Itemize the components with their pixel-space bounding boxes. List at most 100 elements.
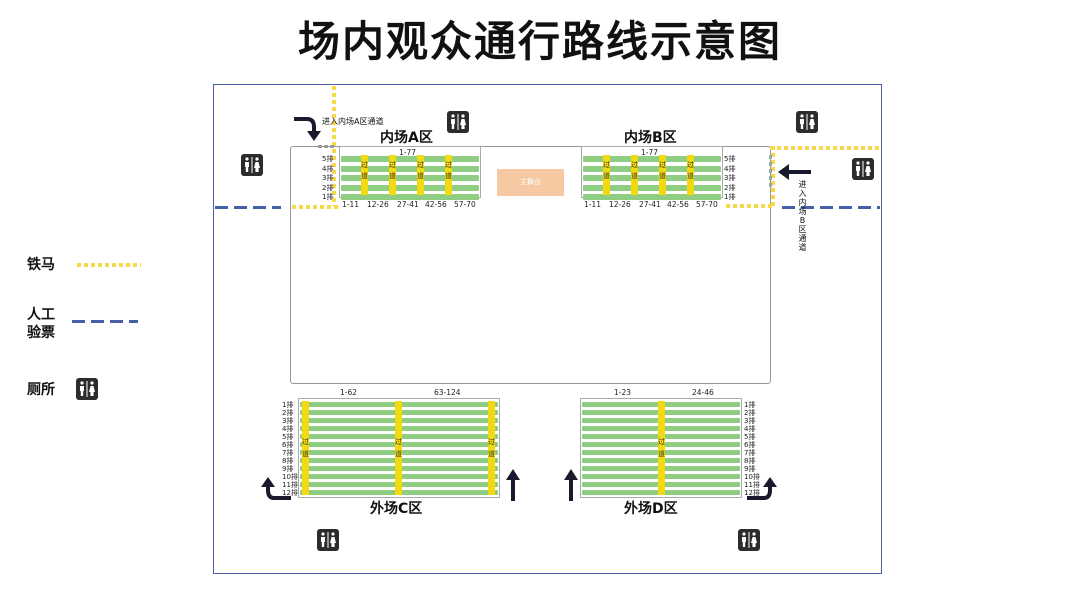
legend-barrier-label: 铁马: [27, 257, 55, 273]
row-label: 6排: [282, 441, 294, 449]
aisle: [659, 155, 666, 195]
toilet-icon: [796, 111, 818, 133]
toilet-icon: [738, 529, 760, 551]
aisle-label: 道: [395, 450, 402, 458]
aisle-label: 道: [361, 172, 368, 180]
row-label: 1排: [282, 401, 294, 409]
toilet-icon: [852, 158, 874, 180]
aisle-label: 道: [389, 172, 396, 180]
aisle-label: 道: [488, 450, 495, 458]
row-label: 2排: [744, 409, 756, 417]
left-arrow-icon: [776, 162, 812, 182]
seat-range: 27-41: [639, 200, 661, 209]
legend-ticket-swatch: [72, 320, 138, 323]
row-label: 9排: [744, 465, 756, 473]
aisle-label: 道: [417, 172, 424, 180]
barrier-line: [770, 146, 882, 150]
row-label: 5排: [724, 155, 736, 163]
aisle-label: 道: [659, 172, 666, 180]
main-field: [290, 146, 771, 384]
zone-b-title: 内场B区: [624, 130, 677, 146]
aisle-label: 过: [631, 161, 638, 169]
up-arrow-icon: [505, 468, 521, 502]
aisle-label: 过: [302, 438, 309, 446]
aisle-label: 过: [389, 161, 396, 169]
venue-frame: [213, 84, 882, 574]
aisle: [302, 401, 309, 495]
row-label: 1排: [744, 401, 756, 409]
seat-range: 57-70: [696, 200, 718, 209]
gate-b-label: 进入内场B区通道: [798, 180, 807, 252]
zone-c-range-1: 1-62: [340, 388, 358, 397]
row-label: 3排: [724, 174, 736, 182]
zone-d-range-1: 1-23: [614, 388, 632, 397]
row-label: 12排: [282, 489, 298, 497]
curved-arrow-icon: [260, 476, 292, 504]
ticket-check-line: [215, 206, 281, 209]
row-label: 10排: [744, 473, 760, 481]
legend-ticket-label-line2: 验票: [27, 325, 55, 341]
row-label: 4排: [744, 425, 756, 433]
row-label: 6排: [744, 441, 756, 449]
barrier-line: [292, 205, 339, 209]
aisle-label: 过: [445, 161, 452, 169]
aisle-label: 过: [361, 161, 368, 169]
row-label: 11排: [282, 481, 298, 489]
curved-arrow-icon: [292, 114, 322, 144]
row-label: 4排: [724, 164, 736, 173]
aisle: [687, 155, 694, 195]
row-label: 4排: [282, 425, 294, 433]
aisle: [445, 155, 452, 195]
row-label: 8排: [282, 457, 294, 465]
legend-ticket-label-line1: 人工: [27, 307, 55, 323]
aisle-label: 道: [631, 172, 638, 180]
aisle-label: 过: [488, 438, 495, 446]
zone-d-range-2: 24-46: [692, 388, 714, 397]
row-label: 12排: [744, 489, 760, 497]
toilet-icon: [447, 111, 469, 133]
seat-row: [583, 184, 721, 191]
seat-range: 1-11: [584, 200, 602, 209]
seat-row: [583, 165, 721, 172]
aisle-label: 道: [603, 172, 610, 180]
aisle: [389, 155, 396, 195]
row-label: 3排: [322, 174, 334, 182]
row-label: 9排: [282, 465, 294, 473]
aisle: [603, 155, 610, 195]
gate-a-label: 进入内场A区通道: [322, 117, 384, 126]
aisle: [361, 155, 368, 195]
seat-row: [583, 175, 721, 181]
row-label: 5排: [322, 155, 334, 163]
toilet-icon: [76, 378, 98, 400]
seat-row: [341, 165, 479, 172]
seat-row: [583, 194, 721, 200]
seat-range: 12-26: [367, 200, 389, 209]
aisle-label: 过: [417, 161, 424, 169]
row-label: 4排: [322, 164, 334, 173]
seat-range: 57-70: [454, 200, 476, 209]
ticket-check-line: [318, 145, 336, 148]
row-label: 2排: [724, 183, 736, 192]
seat-range: 1-11: [342, 200, 360, 209]
row-label: 11排: [744, 481, 760, 489]
up-arrow-icon: [563, 468, 579, 502]
row-label: 3排: [282, 417, 294, 425]
ticket-check-line: [782, 206, 880, 209]
aisle-label: 道: [302, 450, 309, 458]
aisle-label: 道: [687, 172, 694, 180]
aisle-label: 过: [603, 161, 610, 169]
row-label: 7排: [744, 449, 756, 457]
row-label: 5排: [282, 433, 294, 441]
page-title: 场内观众通行路线示意图: [297, 17, 782, 66]
toilet-icon: [241, 154, 263, 176]
aisle: [488, 401, 495, 495]
zone-b-top-range: 1-77: [641, 148, 659, 157]
seat-row: [341, 175, 479, 181]
barrier-line: [771, 146, 775, 208]
zone-a-title: 内场A区: [380, 130, 433, 146]
aisle: [631, 155, 638, 195]
stage: 主舞台: [497, 169, 564, 196]
aisle: [658, 401, 665, 495]
zone-c-title: 外场C区: [370, 501, 423, 517]
aisle-label: 过: [659, 161, 666, 169]
